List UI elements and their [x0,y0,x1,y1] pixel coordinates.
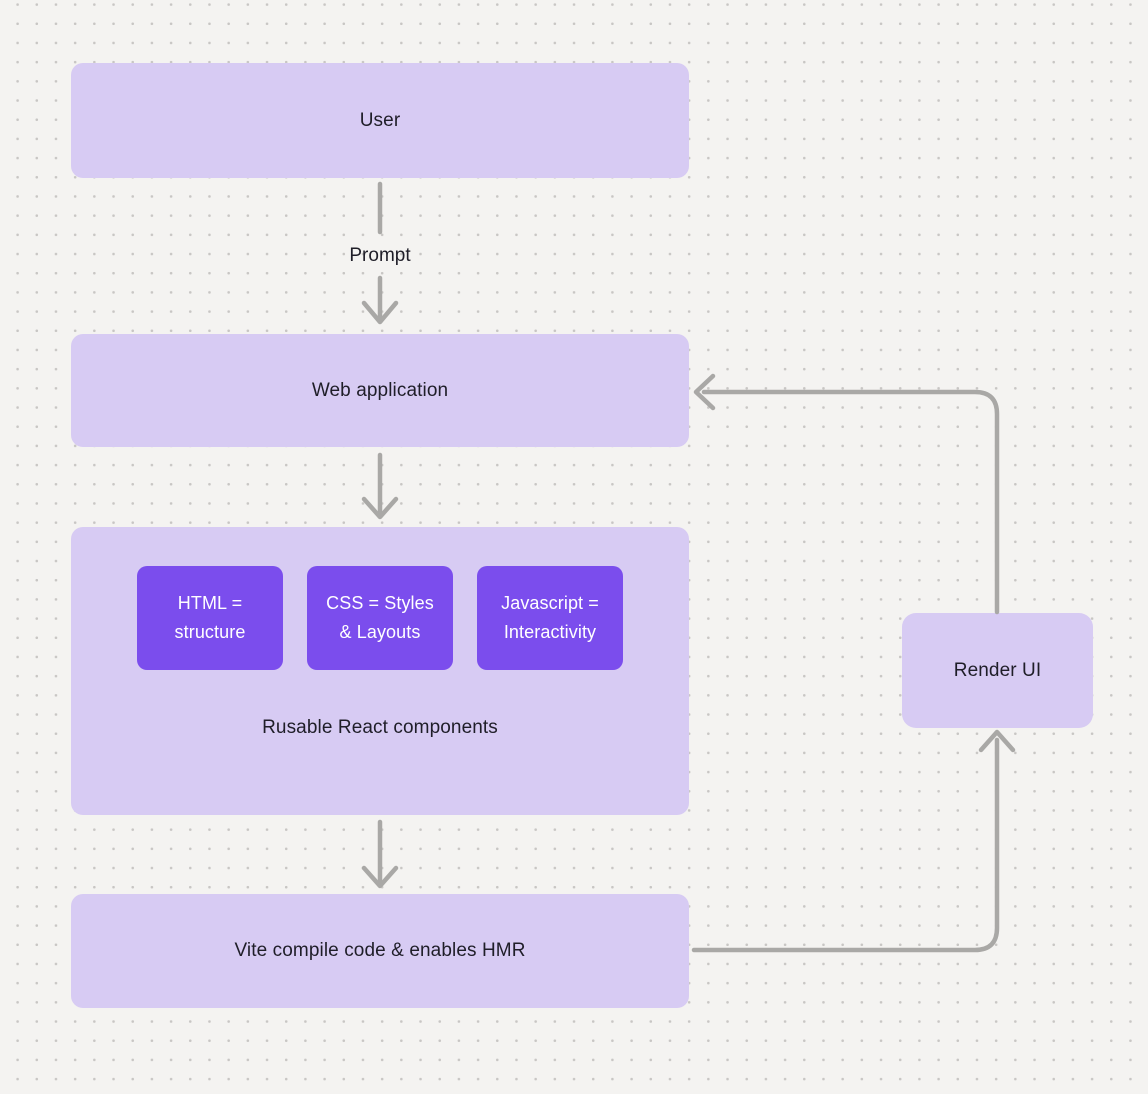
group-react-components-label: Rusable React components [262,717,498,738]
node-user: User [71,63,689,178]
arrow-vite-to-render [691,737,1000,953]
node-javascript-interactivity: Javascript = Interactivity [477,566,623,670]
node-css-styles: CSS = Styles & Layouts [307,566,453,670]
node-render-ui-label: Render UI [953,659,1042,681]
arrowhead-user-to-webapp [361,300,399,325]
node-vite: Vite compile code & enables HMR [71,894,689,1008]
node-css-styles-label: CSS = Styles & Layouts [326,593,434,642]
node-user-label: User [359,109,401,131]
node-html-structure: HTML = structure [137,566,283,670]
node-render-ui: Render UI [902,613,1093,728]
arrow-render-to-webapp [701,389,1000,615]
node-html-structure-label: HTML = structure [174,593,246,642]
arrowhead-components-to-vite [361,865,399,889]
edge-label-prompt: Prompt [349,245,411,266]
arrowhead-webapp-to-components [361,496,399,520]
group-react-components: HTML = structure CSS = Styles & Layouts … [71,527,689,815]
node-web-application-label: Web application [311,379,449,401]
arrowhead-render-to-webapp [693,373,716,411]
arrowhead-vite-to-render [978,729,1016,753]
node-javascript-interactivity-label: Javascript = Interactivity [501,593,599,642]
node-web-application: Web application [71,334,689,447]
node-vite-label: Vite compile code & enables HMR [234,940,526,961]
